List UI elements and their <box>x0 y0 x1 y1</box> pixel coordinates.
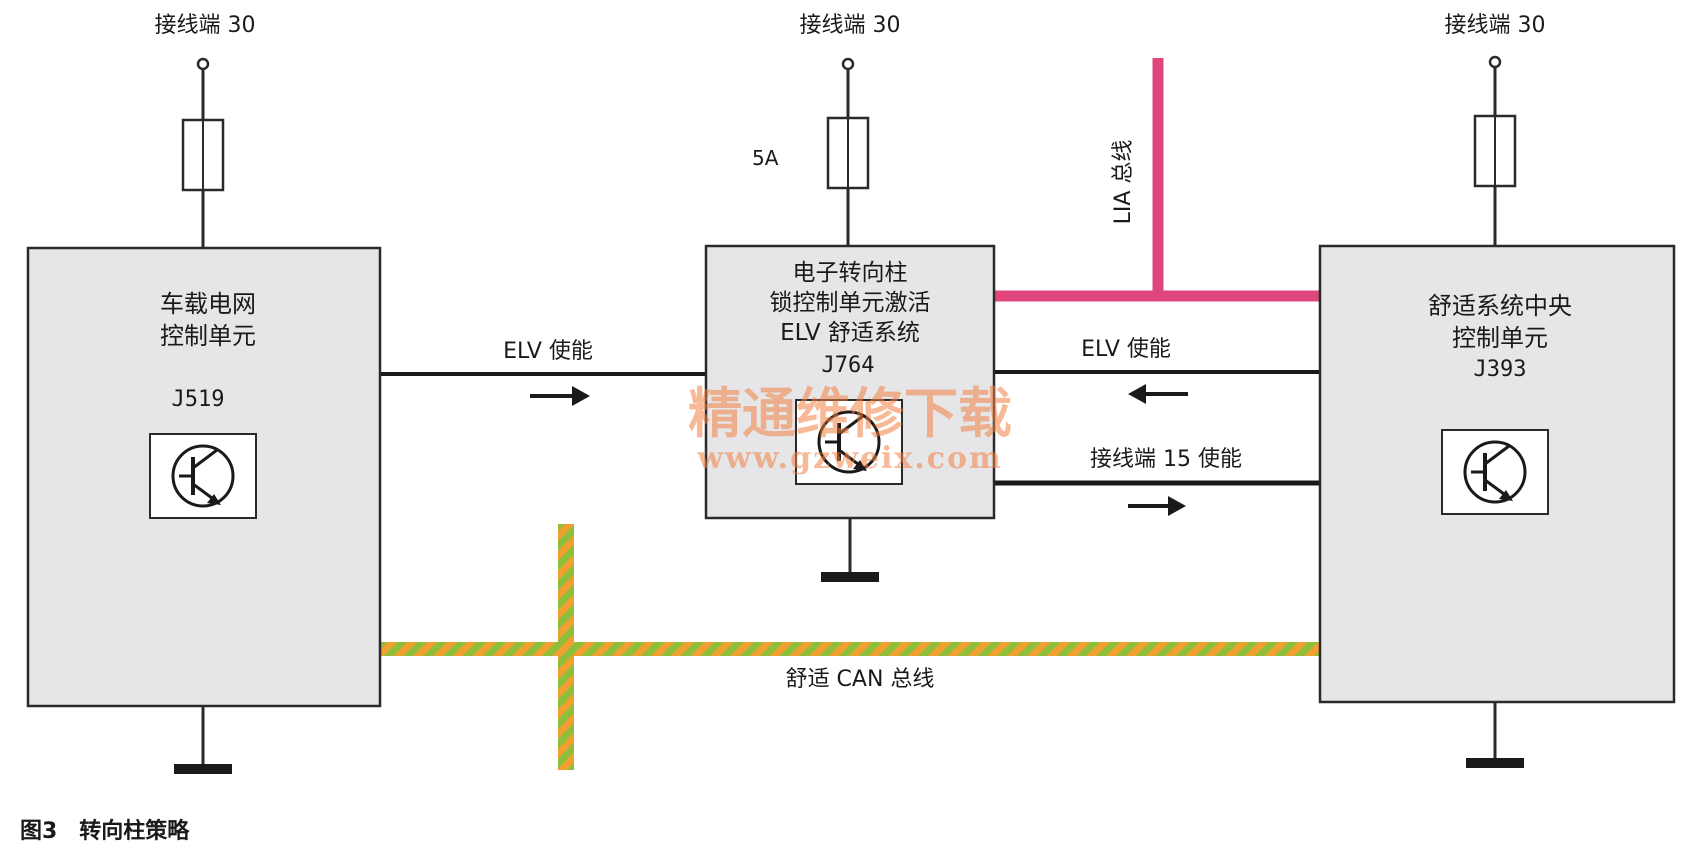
module-j764-code: J764 <box>822 353 875 378</box>
module-j519-line2: 控制单元 <box>160 322 256 350</box>
module-j764: 电子转向柱 锁控制单元激活 ELV 舒适系统 J764 <box>704 244 996 520</box>
watermark-line2: www.gzweix.com <box>696 441 1003 476</box>
module-j519: 车载电网 控制单元 J519 <box>26 246 382 708</box>
lia-bus-label: LIA 总线 <box>1111 140 1136 225</box>
supply-middle <box>826 57 870 246</box>
arrow-right-icon <box>530 386 590 406</box>
terminal-label-right: 接线端 30 <box>1445 13 1546 38</box>
ground-icon <box>174 706 232 774</box>
ground-icon <box>821 518 879 582</box>
module-j764-line2: 锁控制单元激活 <box>770 290 931 316</box>
figure-caption: 图3 转向柱策略 <box>20 818 190 844</box>
ground-icon <box>1466 702 1524 768</box>
terminal-icon <box>196 57 210 71</box>
elv-enable-label-left: ELV 使能 <box>503 339 593 364</box>
watermark-line1: 精通维修下载 <box>688 381 1012 445</box>
terminal15-enable-label: 接线端 15 使能 <box>1090 447 1242 472</box>
supply-right <box>1473 55 1517 246</box>
transistor-icon <box>1441 429 1549 515</box>
module-j519-code: J519 <box>172 387 225 412</box>
transistor-icon <box>149 433 257 519</box>
fuse-rating-label: 5A <box>752 146 779 170</box>
module-j393-line2: 控制单元 <box>1452 324 1548 352</box>
lia-bus <box>994 58 1320 302</box>
module-j393-line1: 舒适系统中央 <box>1428 292 1572 320</box>
transistor-icon <box>795 399 903 485</box>
terminal-label-middle: 接线端 30 <box>800 13 901 38</box>
terminal-icon <box>1488 55 1502 69</box>
module-j393-code: J393 <box>1474 357 1527 382</box>
terminal-icon <box>841 57 855 71</box>
arrow-left-icon <box>1128 384 1188 404</box>
module-j393: 舒适系统中央 控制单元 J393 <box>1318 244 1676 704</box>
module-j764-line3: ELV 舒适系统 <box>780 320 920 346</box>
comfort-can-bus <box>380 524 1320 770</box>
module-j764-line1: 电子转向柱 <box>793 260 908 286</box>
can-bus-label: 舒适 CAN 总线 <box>786 667 935 692</box>
arrow-right-icon <box>1128 496 1186 516</box>
terminal-label-left: 接线端 30 <box>155 13 256 38</box>
module-j519-line1: 车载电网 <box>160 290 256 318</box>
elv-enable-label-right: ELV 使能 <box>1081 337 1171 362</box>
supply-left <box>181 57 225 248</box>
